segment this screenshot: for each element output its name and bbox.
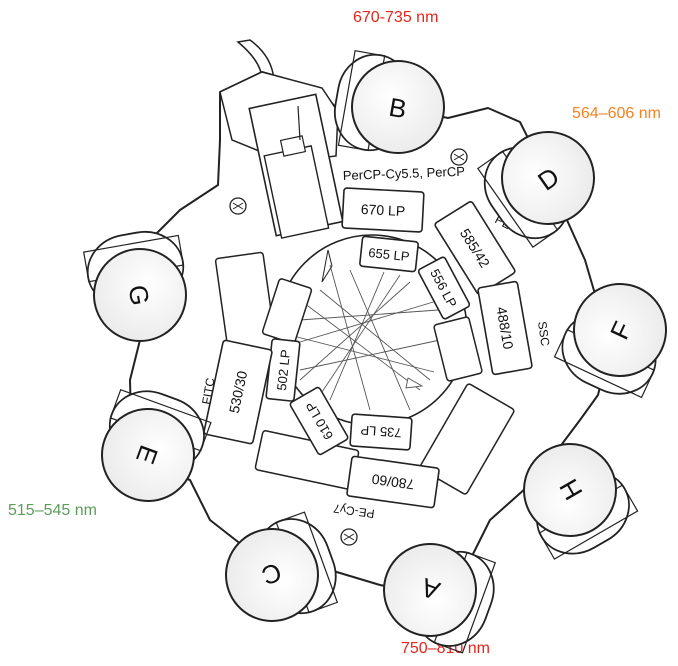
- channel-label-percp: PerCP-Cy5.5, PerCP: [343, 164, 466, 183]
- svg-text:670 LP: 670 LP: [360, 201, 405, 219]
- optic-block: [419, 383, 515, 495]
- wavelength-label-right: 564–606 nm: [572, 105, 661, 122]
- svg-text:502 LP: 502 LP: [274, 349, 293, 392]
- detector-d: D: [477, 131, 595, 248]
- svg-text:735 LP: 735 LP: [360, 423, 402, 441]
- percp-housing: [219, 71, 344, 283]
- channel-label-fitc: FITC: [199, 377, 217, 406]
- svg-text:488/10: 488/10: [493, 306, 516, 351]
- channel-label-pecy7: PE-Cy7: [332, 501, 375, 521]
- filter-585-42: 585/42: [434, 201, 516, 295]
- filter-670lp: 670 LP: [341, 187, 425, 233]
- screw-icon: [450, 148, 468, 166]
- svg-text:780/60: 780/60: [370, 471, 415, 493]
- wavelength-label-top: 670-735 nm: [353, 9, 439, 26]
- filter-780-60: 780/60: [346, 455, 440, 509]
- filter-502lp: 502 LP: [265, 338, 301, 402]
- detector-h: H: [523, 443, 639, 560]
- light-paths: [269, 264, 441, 411]
- screw-icon: [229, 197, 247, 215]
- filter-488-10: 488/10: [477, 280, 533, 376]
- wavelength-label-bottom: 750–810 nm: [401, 640, 490, 657]
- detector-e: E: [101, 388, 212, 502]
- detector-g: G: [83, 230, 187, 342]
- detector-a: A: [383, 543, 497, 654]
- filter-735lp: 735 LP: [349, 413, 413, 451]
- svg-text:B: B: [387, 92, 409, 125]
- channel-label-ssc: SSC: [535, 320, 552, 347]
- svg-text:655 LP: 655 LP: [368, 245, 411, 264]
- screw-icon: [340, 528, 358, 546]
- detector-c: C: [225, 511, 339, 622]
- wavelength-label-left: 515–545 nm: [8, 502, 97, 519]
- filter-610lp: 610 LP: [289, 386, 349, 456]
- detector-f: F: [553, 283, 667, 399]
- filter-655lp: 655 LP: [359, 235, 419, 273]
- filter-530-30: 530/30: [203, 339, 273, 445]
- optic-block: [433, 316, 483, 382]
- detector-b: B: [333, 50, 445, 154]
